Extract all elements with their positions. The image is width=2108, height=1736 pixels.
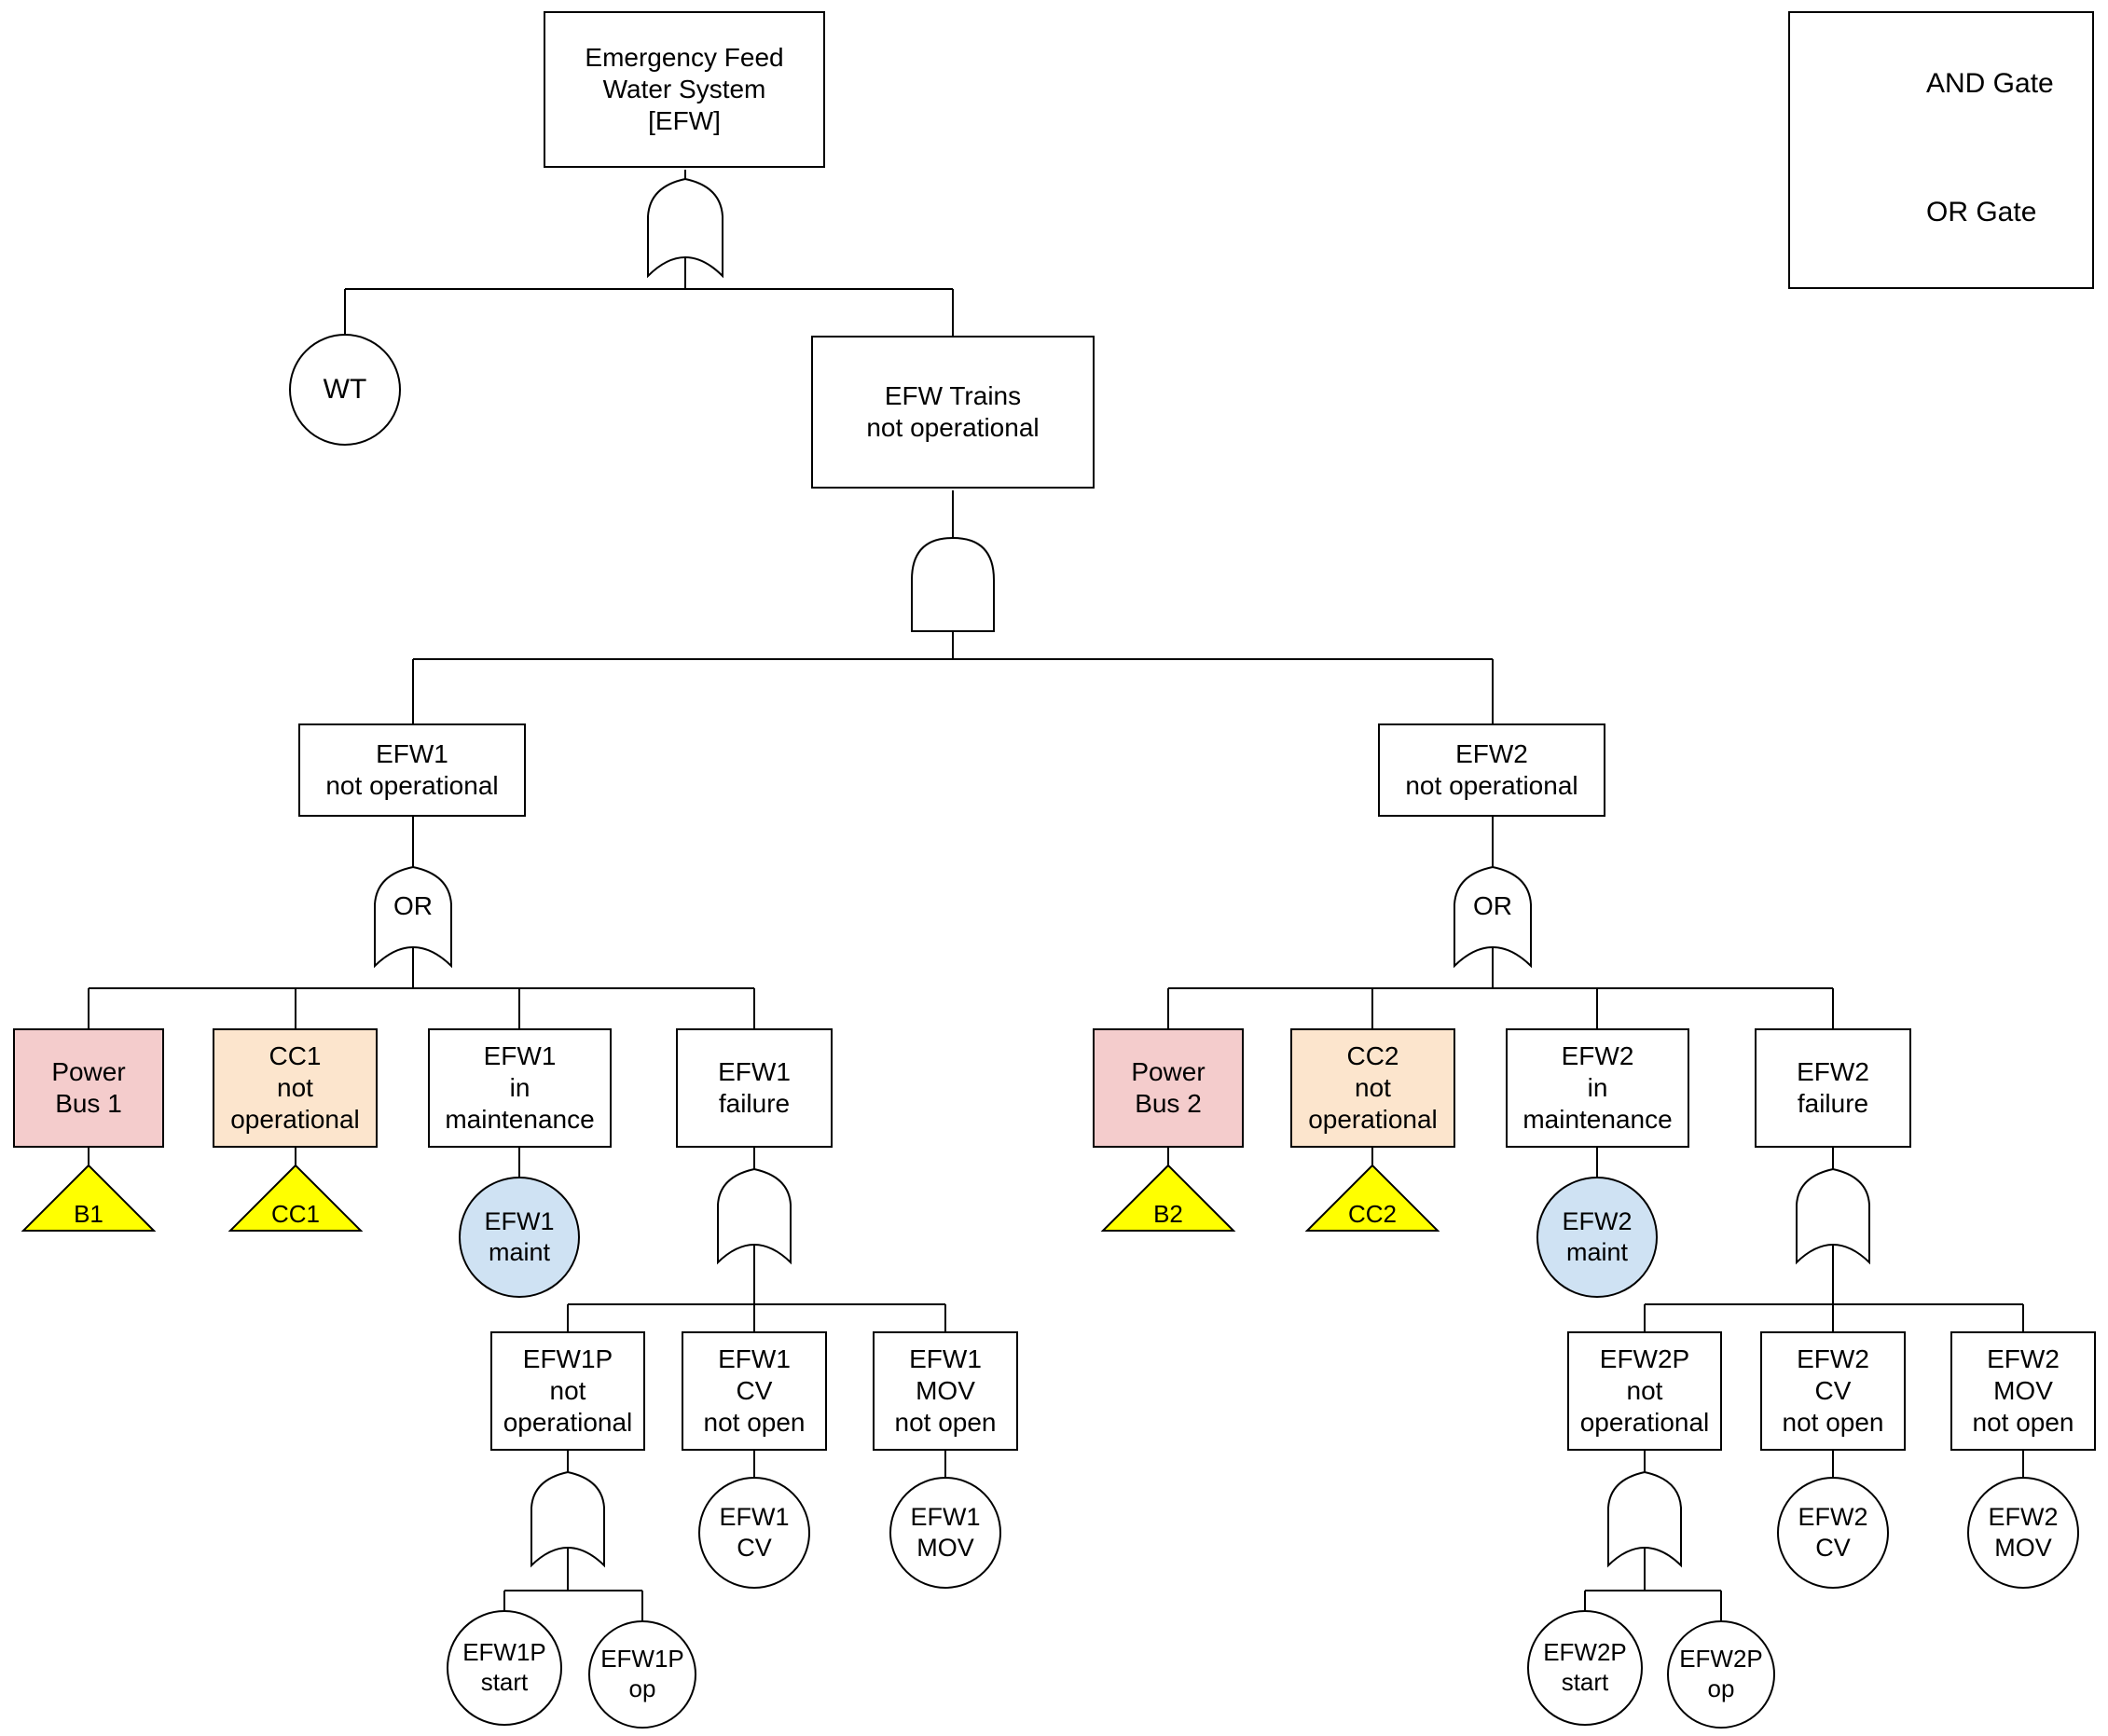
or-gate-icon-efw2-failure bbox=[1796, 1167, 1870, 1265]
basic-event-efw2p-op: EFW2P op bbox=[1667, 1620, 1775, 1729]
or-gate-icon-efw1 bbox=[374, 865, 452, 969]
or-gate-icon-efw2 bbox=[1454, 865, 1532, 969]
transfer-label-b2: B2 bbox=[1153, 1199, 1183, 1228]
transfer-label-cc2: CC2 bbox=[1347, 1199, 1397, 1228]
event-box-efw2p: EFW2P not operational bbox=[1567, 1331, 1722, 1451]
or-gate-label-efw2: OR bbox=[1473, 891, 1512, 920]
basic-event-efw2-mov: EFW2 MOV bbox=[1967, 1477, 2079, 1589]
or-gate-icon-efw1-failure bbox=[717, 1167, 792, 1265]
event-box-efw1: EFW1 not operational bbox=[298, 723, 526, 817]
event-box-efw2-failure: EFW2 failure bbox=[1755, 1028, 1911, 1148]
event-box-efw1p: EFW1P not operational bbox=[490, 1331, 645, 1451]
basic-event-efw1p-op: EFW1P op bbox=[588, 1620, 696, 1729]
event-box-efw: Emergency Feed Water System [EFW] bbox=[544, 11, 825, 168]
basic-event-efw2-cv: EFW2 CV bbox=[1777, 1477, 1889, 1589]
legend bbox=[1788, 11, 2094, 289]
event-box-efw1-maintenance: EFW1 in maintenance bbox=[428, 1028, 612, 1148]
or-gate-label-efw1: OR bbox=[393, 891, 433, 920]
or-gate-icon-efw2p bbox=[1607, 1470, 1682, 1568]
event-box-power-bus-2: Power Bus 2 bbox=[1093, 1028, 1244, 1148]
transfer-triangle-b1 bbox=[21, 1164, 157, 1232]
or-gate-icon-efw1p bbox=[530, 1470, 605, 1568]
transfer-triangle-b2 bbox=[1100, 1164, 1236, 1232]
event-box-cc2: CC2 not operational bbox=[1290, 1028, 1455, 1148]
transfer-triangle-cc1 bbox=[227, 1164, 364, 1232]
event-box-efw-trains: EFW Trains not operational bbox=[811, 336, 1095, 489]
legend-or-label: OR Gate bbox=[1926, 197, 2037, 227]
event-box-efw2-cv: EFW2 CV not open bbox=[1760, 1331, 1906, 1451]
and-gate-icon-trains bbox=[911, 536, 995, 632]
or-gate-icon-top bbox=[647, 177, 723, 279]
event-box-efw2: EFW2 not operational bbox=[1378, 723, 1605, 817]
basic-event-efw2-maint: EFW2 maint bbox=[1536, 1177, 1658, 1298]
event-box-efw1-mov: EFW1 MOV not open bbox=[873, 1331, 1018, 1451]
event-box-efw2-mov: EFW2 MOV not open bbox=[1950, 1331, 2096, 1451]
transfer-label-b1: B1 bbox=[74, 1199, 103, 1228]
legend-and-label: AND Gate bbox=[1926, 68, 2054, 99]
event-box-efw1-cv: EFW1 CV not open bbox=[682, 1331, 827, 1451]
basic-event-efw2p-start: EFW2P start bbox=[1527, 1610, 1643, 1726]
event-box-cc1: CC1 not operational bbox=[213, 1028, 378, 1148]
event-box-power-bus-1: Power Bus 1 bbox=[13, 1028, 164, 1148]
basic-event-efw1p-start: EFW1P start bbox=[447, 1610, 562, 1726]
basic-event-efw1-cv: EFW1 CV bbox=[698, 1477, 810, 1589]
basic-event-efw1-mov: EFW1 MOV bbox=[889, 1477, 1001, 1589]
connector-lines bbox=[88, 170, 2024, 1622]
transfer-label-cc1: CC1 bbox=[270, 1199, 320, 1228]
event-box-efw2-maintenance: EFW2 in maintenance bbox=[1506, 1028, 1689, 1148]
transfer-triangle-cc2 bbox=[1304, 1164, 1440, 1232]
event-box-efw1-failure: EFW1 failure bbox=[676, 1028, 833, 1148]
basic-event-efw1-maint: EFW1 maint bbox=[459, 1177, 580, 1298]
basic-event-wt: WT bbox=[289, 334, 401, 446]
